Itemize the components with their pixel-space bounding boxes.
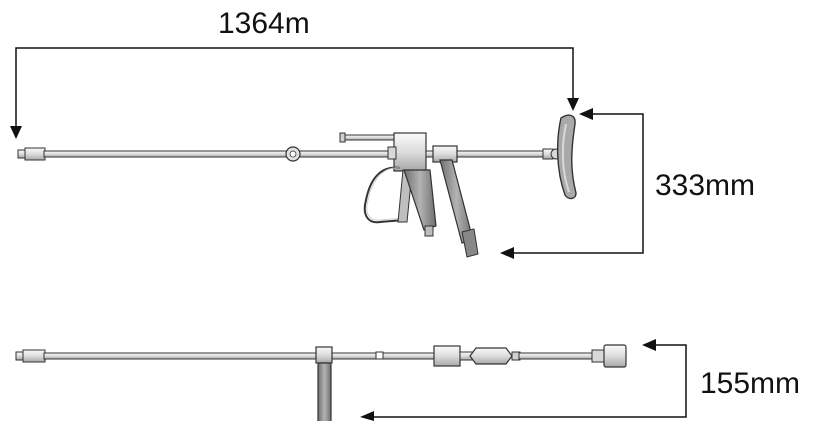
- lance-tube: [43, 150, 397, 158]
- overall-length-label: 1364m: [218, 7, 310, 40]
- overall-length-line: [15, 47, 574, 130]
- trigger-guard: [363, 166, 406, 224]
- valve-body: [433, 345, 461, 367]
- gun-body: [393, 132, 427, 172]
- upper-height-label: 333mm: [655, 169, 755, 202]
- arrow-left-bottom-icon: [360, 411, 374, 421]
- arrow-down-left-icon: [10, 126, 22, 139]
- upper-lance: [17, 114, 577, 258]
- lower-height-dimension: 155mm: [360, 339, 800, 421]
- overall-length-dimension: 1364m: [10, 7, 579, 139]
- arrow-left-top-icon: [642, 339, 656, 351]
- quick-connector: [603, 344, 627, 368]
- arrow-left-upper-icon: [579, 108, 593, 120]
- spray-shield: [556, 114, 577, 200]
- arrow-down-right-icon: [567, 98, 579, 111]
- upper-height-line: [512, 113, 644, 254]
- upper-height-dimension: 333mm: [500, 108, 755, 259]
- gun-grip: [403, 169, 437, 231]
- lower-lance: [15, 344, 627, 421]
- lower-height-line: [372, 344, 687, 418]
- arrow-left-lower-icon: [500, 247, 514, 259]
- handle-clamp: [315, 346, 333, 364]
- hex-coupling: [469, 347, 513, 365]
- lower-height-label: 155mm: [700, 367, 800, 400]
- side-grip-lower: [317, 362, 332, 421]
